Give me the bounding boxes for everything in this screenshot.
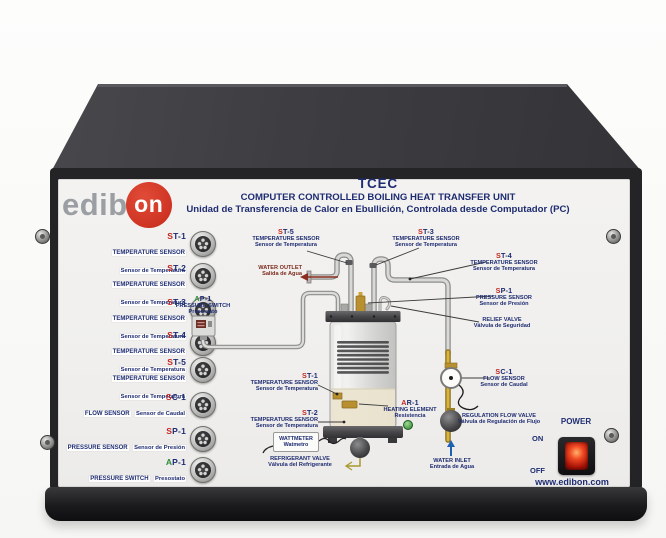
connector-label: AP-1 PRESSURE SWITCH Presostato: [89, 457, 186, 482]
panel-screw: [606, 229, 621, 244]
din-connector-ap1[interactable]: [190, 457, 216, 483]
website-url: www.edibon.com: [535, 477, 609, 487]
cabinet-base: [45, 487, 647, 521]
connector-label: SC-1 FLOW SENSOR Sensor de Caudal: [83, 392, 186, 417]
power-rocker-lit: [565, 442, 588, 470]
din-connector-st4[interactable]: [190, 330, 216, 356]
logo-text: edib: [62, 186, 128, 222]
connector-row-st1: ST-1 TEMPERATURE SENSOR Sensor de Temper…: [58, 231, 228, 274]
logo-red-circle-icon: on: [125, 181, 172, 228]
din-connector-st5[interactable]: [190, 357, 216, 383]
panel-screw: [40, 435, 55, 450]
panel-screw: [604, 428, 619, 443]
connector-label: ST-4 TEMPERATURE SENSOR Sensor de Temper…: [111, 330, 186, 373]
din-connector-sc1[interactable]: [190, 392, 216, 418]
connector-pins: [195, 462, 211, 478]
din-connector-st2[interactable]: [190, 263, 216, 289]
connector-row-st2: ST-2 TEMPERATURE SENSOR Sensor de Temper…: [58, 263, 228, 306]
edibon-logo: edib on: [62, 181, 172, 228]
power-off-label: OFF: [530, 466, 545, 475]
title-spanish: Unidad de Transferencia de Calor en Ebul…: [186, 204, 570, 215]
connector-pins: [195, 431, 211, 447]
power-label: POWER: [560, 417, 592, 426]
model-code: TCEC: [358, 176, 398, 191]
title-english: COMPUTER CONTROLLED BOILING HEAT TRANSFE…: [240, 192, 516, 203]
din-connector-sp1[interactable]: [190, 426, 216, 452]
header: TCEC COMPUTER CONTROLLED BOILING HEAT TR…: [120, 176, 636, 215]
connector-row-sc1: SC-1 FLOW SENSOR Sensor de Caudal: [58, 392, 228, 422]
connector-label: SP-1 PRESSURE SENSOR Sensor de Presión: [66, 426, 186, 451]
cabinet-top-rim: [98, 84, 567, 87]
connector-label: ST-5 TEMPERATURE SENSOR Sensor de Temper…: [111, 357, 186, 400]
connector-pins: [195, 236, 211, 252]
connector-label: ST-2 TEMPERATURE SENSOR Sensor de Temper…: [111, 263, 186, 306]
connector-row-ap1: AP-1 PRESSURE SWITCH Presostato: [58, 457, 228, 487]
power-switch[interactable]: [558, 437, 595, 475]
panel-screw: [35, 229, 50, 244]
connector-label: ST-1 TEMPERATURE SENSOR Sensor de Temper…: [111, 231, 186, 274]
connector-row-st4: ST-4 TEMPERATURE SENSOR Sensor de Temper…: [58, 330, 228, 373]
power-on-label: ON: [532, 434, 544, 443]
connector-pins: [195, 335, 211, 351]
connector-pins: [195, 362, 211, 378]
connector-pins: [195, 397, 211, 413]
din-connector-st1[interactable]: [190, 231, 216, 257]
cabinet-top: [51, 84, 642, 172]
connector-label: ST-3 TEMPERATURE SENSOR Sensor de Temper…: [111, 297, 186, 340]
connector-row-st5: ST-5 TEMPERATURE SENSOR Sensor de Temper…: [58, 357, 228, 400]
connector-row-sp1: SP-1 PRESSURE SENSOR Sensor de Presión: [58, 426, 228, 456]
connector-pins: [195, 268, 211, 284]
